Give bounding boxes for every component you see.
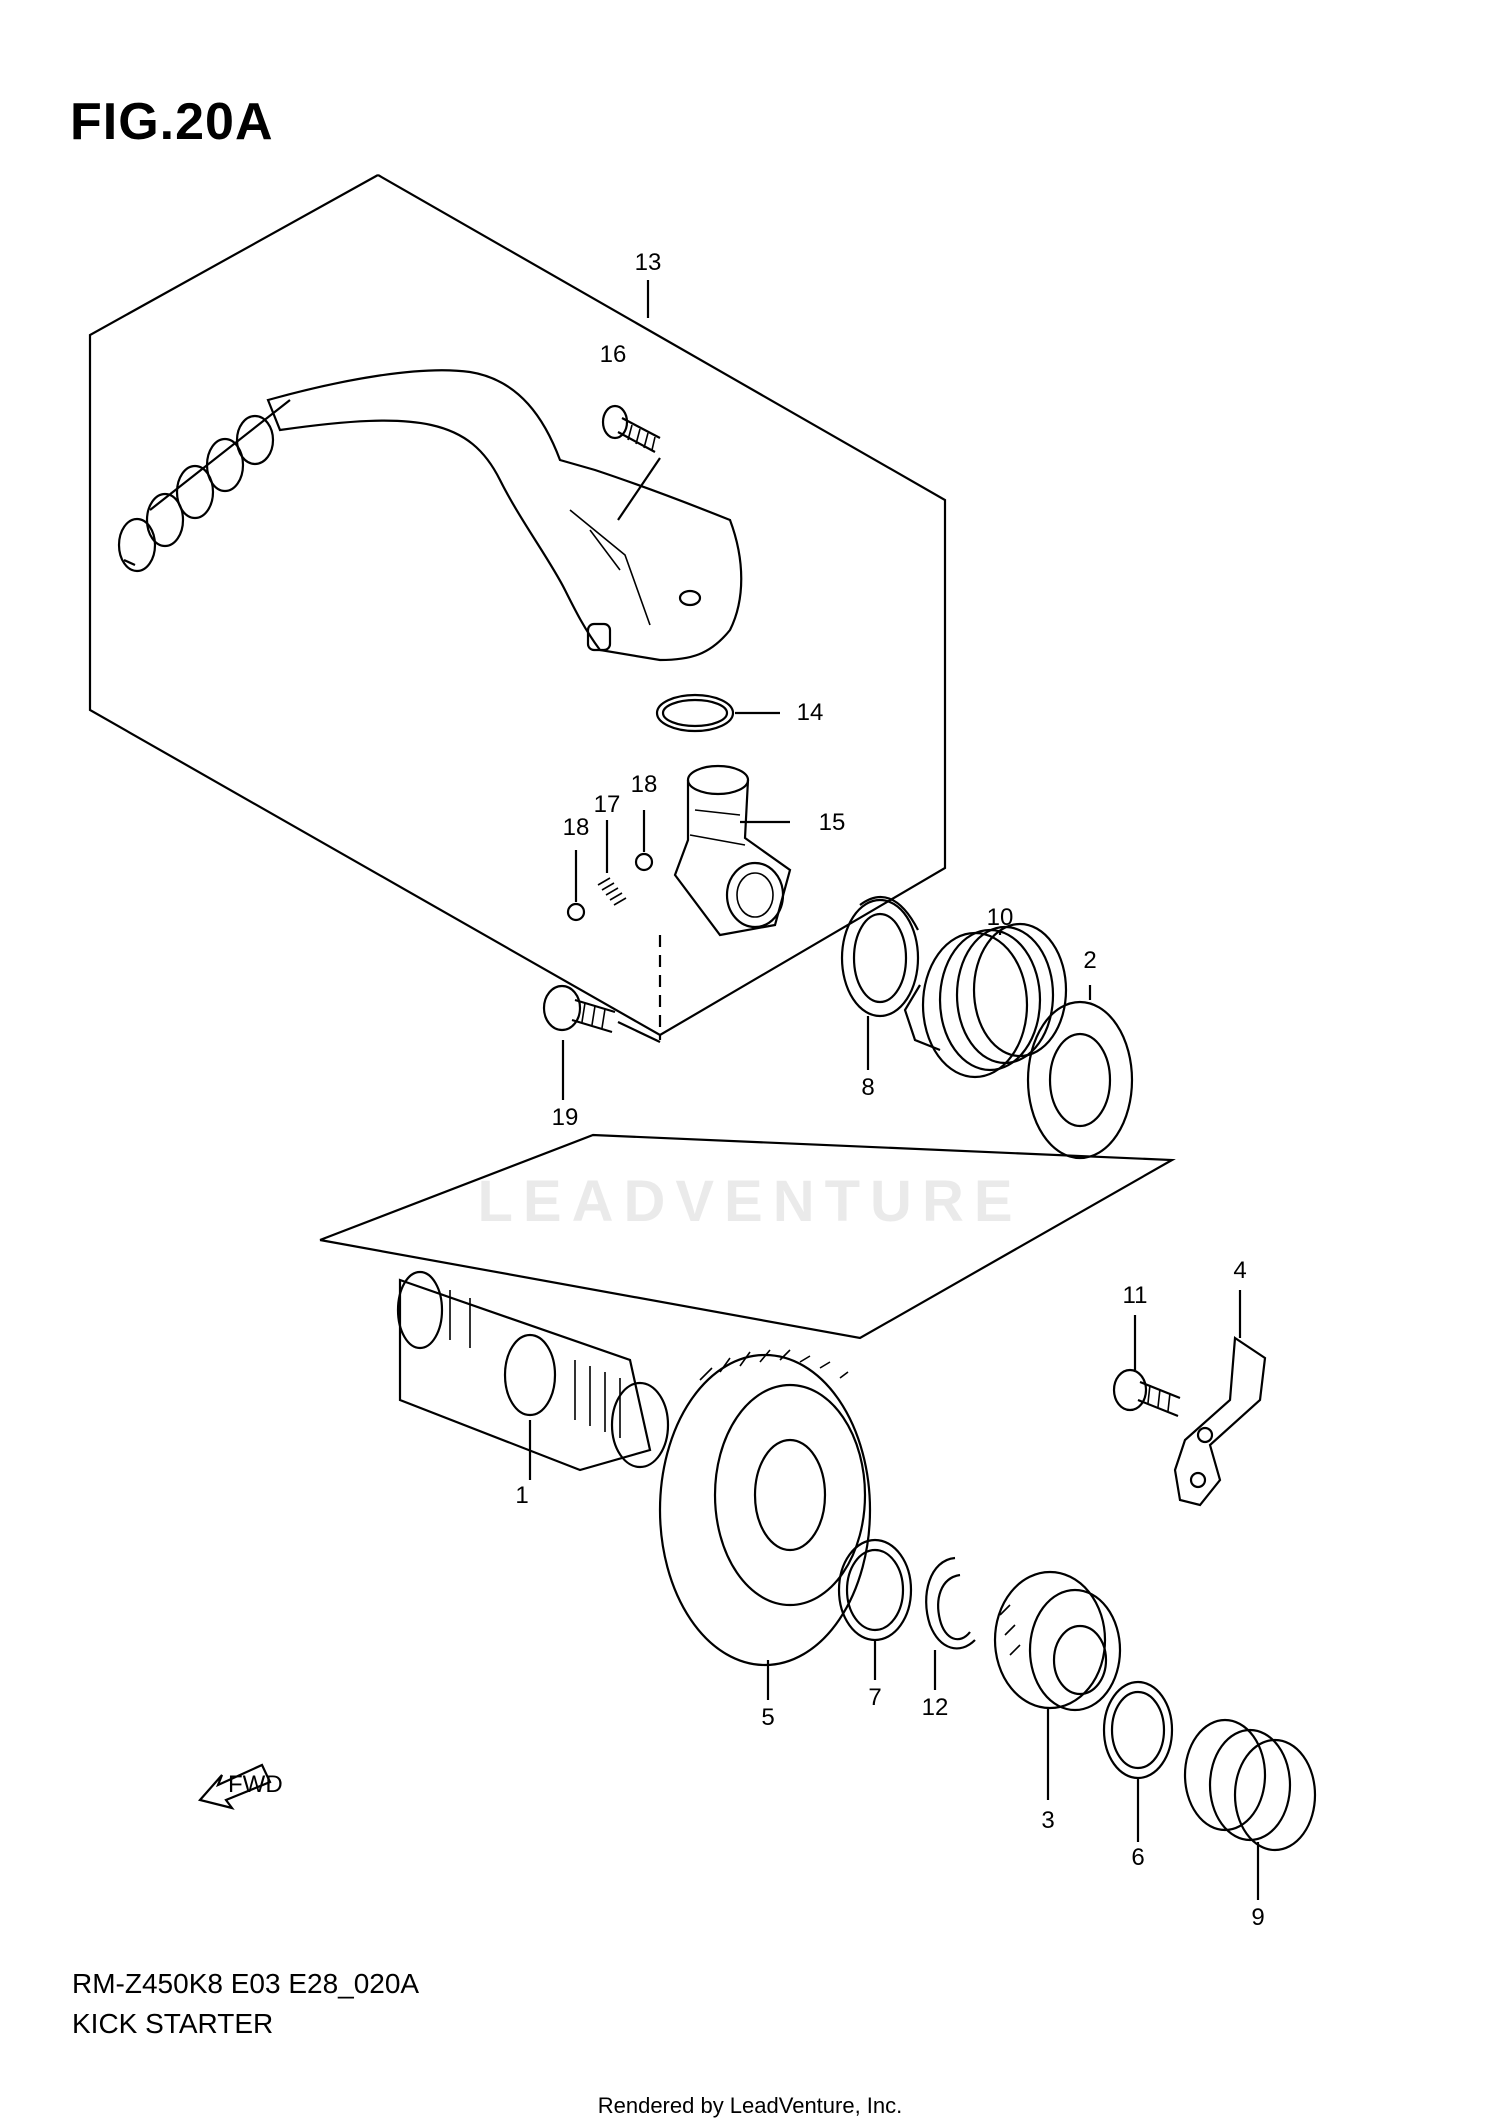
bolt-11 xyxy=(1112,1368,1181,1418)
callout-10: 10 xyxy=(987,904,1014,931)
fwd-arrow-icon: FWD xyxy=(197,1763,283,1810)
callout-17: 17 xyxy=(594,791,621,818)
kick-starter-shaft-1 xyxy=(396,1270,670,1472)
kick-ratchet-3 xyxy=(993,1570,1122,1712)
ball-18b xyxy=(634,852,654,872)
bolt-19 xyxy=(542,984,616,1034)
assembly-name: KICK STARTER xyxy=(72,2008,274,2039)
callout-15: 15 xyxy=(819,809,846,836)
oil-seal-8 xyxy=(840,896,920,1018)
kick-spring-10 xyxy=(903,922,1068,1079)
callout-14: 14 xyxy=(797,699,824,726)
ratchet-spring-9 xyxy=(1183,1718,1317,1852)
footer-credit: Rendered by LeadVenture, Inc. xyxy=(597,2093,903,2118)
fwd-label: FWD xyxy=(228,1771,283,1798)
callout-6: 6 xyxy=(1131,1844,1144,1871)
kick-lever xyxy=(117,369,743,662)
callout-12: 12 xyxy=(922,1694,949,1721)
callout-13: 13 xyxy=(635,249,662,276)
callout-3: 3 xyxy=(1041,1807,1054,1834)
callout-5: 5 xyxy=(761,1704,774,1731)
model-code: RM-Z450K8 E03 E28_020A xyxy=(72,1968,420,1999)
kick-gear-5 xyxy=(658,1349,872,1667)
guide-plate-2 xyxy=(1026,1000,1134,1160)
circlip-12 xyxy=(925,1556,976,1650)
figure-title: FIG.20A xyxy=(70,93,274,151)
kick-shaft-boss-15 xyxy=(673,764,792,937)
o-ring-14 xyxy=(655,693,735,733)
ball-18a xyxy=(566,902,586,922)
callout-11: 11 xyxy=(1123,1282,1148,1309)
callout-8: 8 xyxy=(861,1074,874,1101)
screw-16 xyxy=(601,404,661,453)
washer-6 xyxy=(1102,1680,1174,1780)
callout-7: 7 xyxy=(868,1684,881,1711)
callout-19: 19 xyxy=(552,1104,579,1131)
callout-18a: 18 xyxy=(563,814,590,841)
assembly-shaft-outline xyxy=(319,1133,1176,1340)
leader-16-lever xyxy=(617,457,661,521)
callout-16: 16 xyxy=(600,341,627,368)
spring-17 xyxy=(597,820,627,906)
stopper-plate-4 xyxy=(1173,1336,1267,1507)
assembly-13-outline xyxy=(88,174,947,1037)
watermark: LEADVENTURE xyxy=(477,1169,1023,1234)
callout-9: 9 xyxy=(1251,1904,1264,1931)
washer-7 xyxy=(837,1538,913,1642)
callout-2: 2 xyxy=(1083,947,1096,974)
lever-grip xyxy=(117,399,291,573)
callout-1: 1 xyxy=(515,1482,528,1509)
callout-4: 4 xyxy=(1233,1257,1246,1284)
callout-18b: 18 xyxy=(631,771,658,798)
